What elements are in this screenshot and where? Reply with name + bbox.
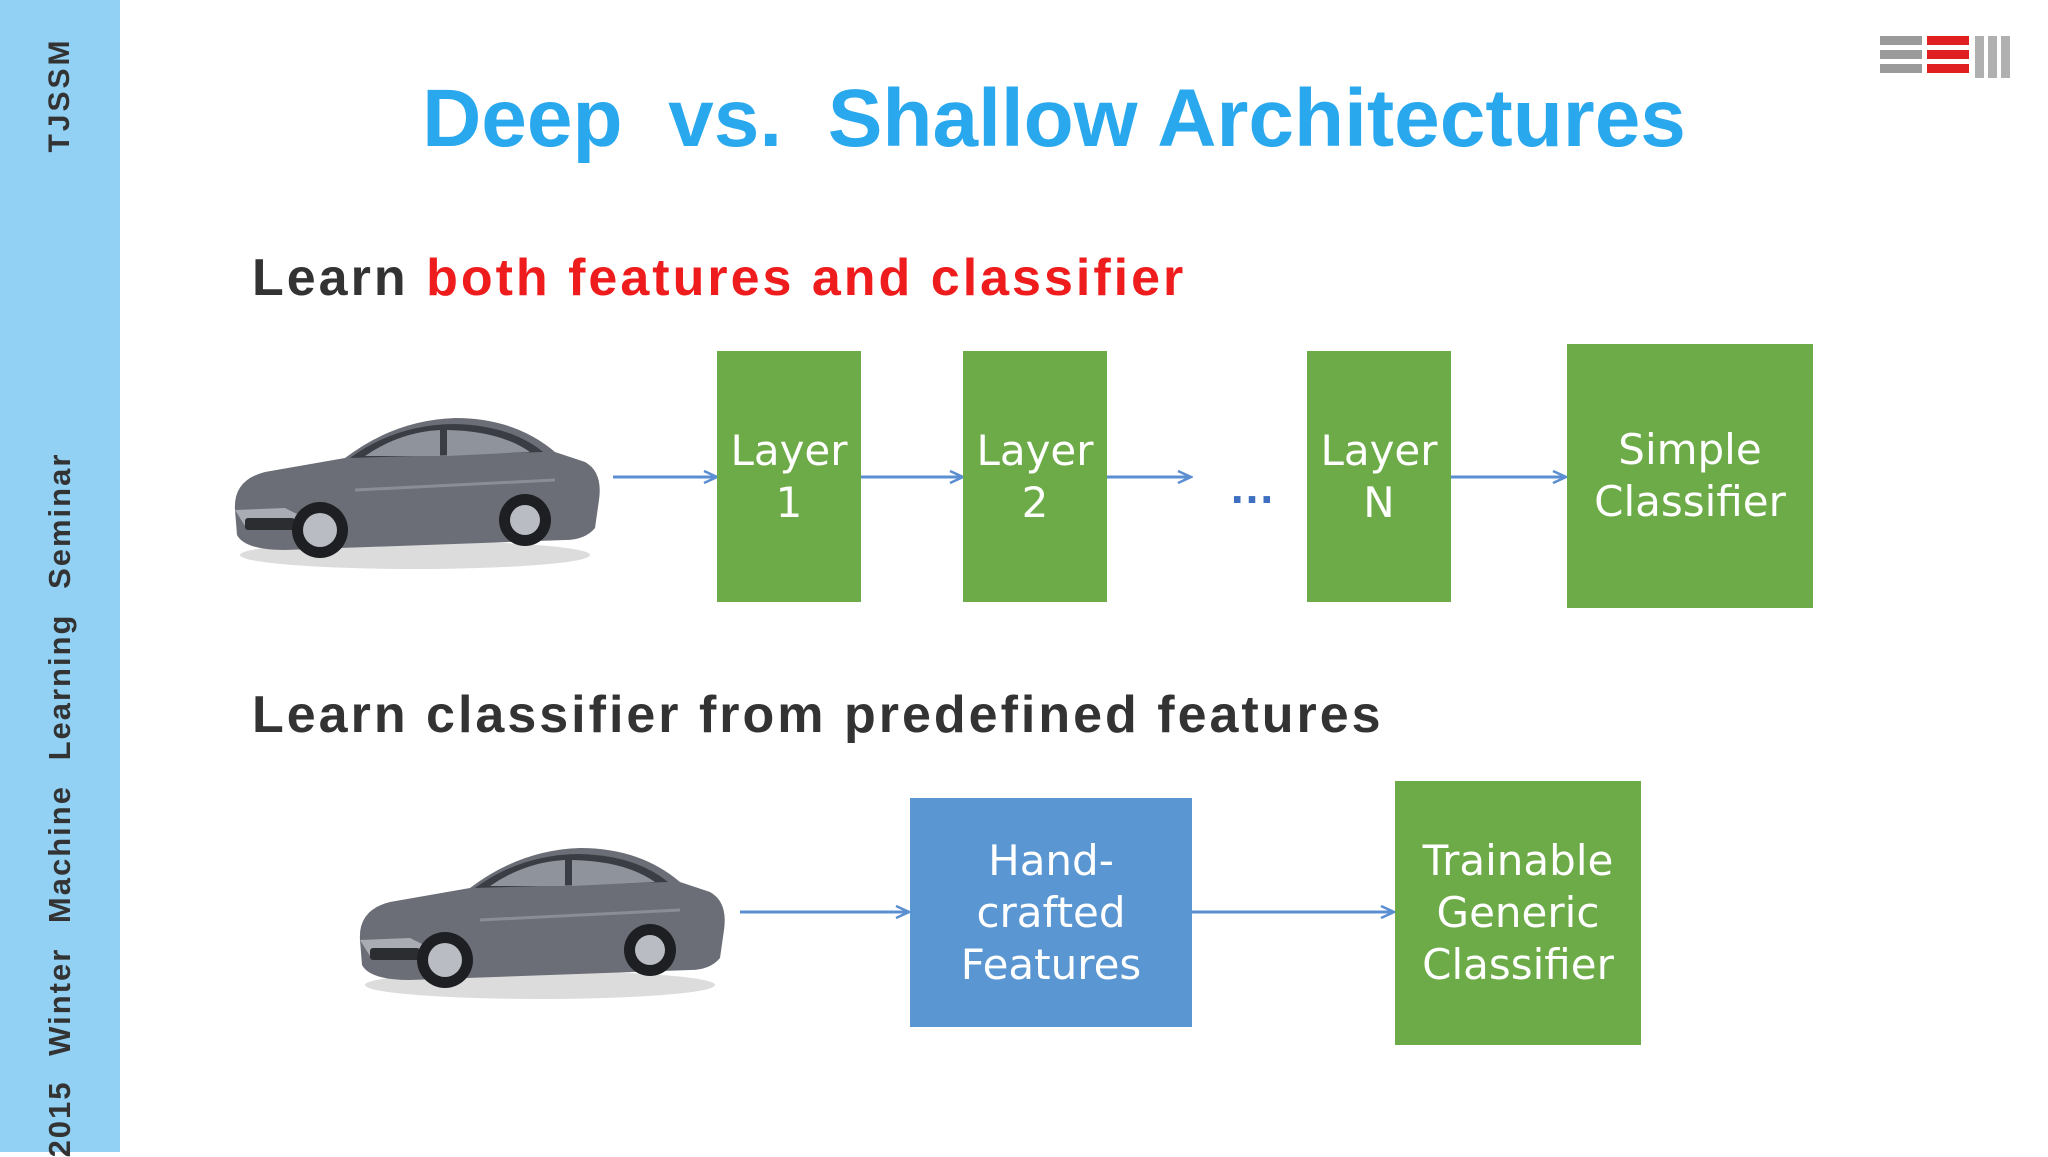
deep-heading-highlight: both features and classifier (426, 249, 1187, 307)
box-label-line: Classifier (1422, 940, 1614, 989)
ellipsis: ... (1230, 461, 1276, 513)
box-label-line: Trainable (1422, 836, 1614, 885)
box-label-line: Layer (730, 425, 848, 475)
deep-heading-prefix: Learn (252, 249, 427, 307)
box-label-line: Simple (1618, 425, 1762, 474)
box-label-line: 2 (1021, 477, 1049, 527)
tjssm-logo-icon (1880, 36, 2010, 78)
deep-heading: Learn both features and classifier (252, 248, 1186, 308)
box-label-line: crafted (976, 887, 1126, 937)
box-label-line: Generic (1436, 888, 1600, 937)
box-label-line: Layer (1320, 425, 1438, 475)
box-label-line: 1 (775, 477, 803, 527)
box-label-line: Classifier (1594, 477, 1786, 526)
shallow-heading: Learn classifier from predefined feature… (252, 686, 1384, 744)
slide-title: Deep vs. Shallow Architectures (422, 73, 1686, 164)
box-label-line: Hand- (988, 835, 1114, 885)
sidebar: TJSSM 2015 Winter Machine Learning Semin… (0, 0, 120, 1157)
car-image (359, 848, 725, 999)
car-image (234, 418, 600, 569)
box-label-line: Features (960, 939, 1142, 989)
box-label-line: Layer (976, 425, 1094, 475)
box-label-line: N (1363, 477, 1395, 527)
